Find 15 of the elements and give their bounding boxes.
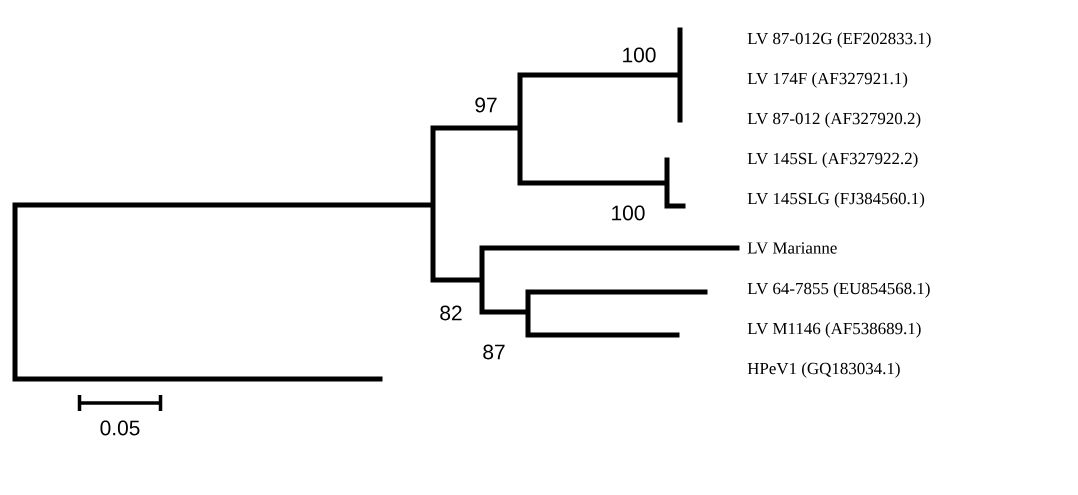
taxon-label: LV 174F (AF327921.1): [747, 72, 908, 88]
bootstrap-value: 97: [475, 97, 497, 113]
taxon-label: LV M1146 (AF538689.1): [747, 322, 921, 338]
bootstrap-value: 100: [623, 47, 656, 63]
bootstrap-value: 82: [440, 305, 462, 321]
taxon-label: LV 145SLG (FJ384560.1): [747, 192, 925, 208]
bootstrap-value: 100: [612, 205, 645, 221]
bootstrap-value: 87: [483, 344, 505, 360]
taxon-label: LV 87-012G (EF202833.1): [747, 32, 931, 48]
scale-label: 0.05: [100, 420, 140, 436]
taxon-label: HPeV1 (GQ183034.1): [747, 362, 900, 378]
taxon-label: LV Marianne: [747, 242, 837, 254]
taxon-label: LV 64-7855 (EU854568.1): [747, 282, 930, 298]
taxon-label: LV 87-012 (AF327920.2): [747, 112, 921, 128]
taxon-label: LV 145SL (AF327922.2): [747, 152, 918, 168]
